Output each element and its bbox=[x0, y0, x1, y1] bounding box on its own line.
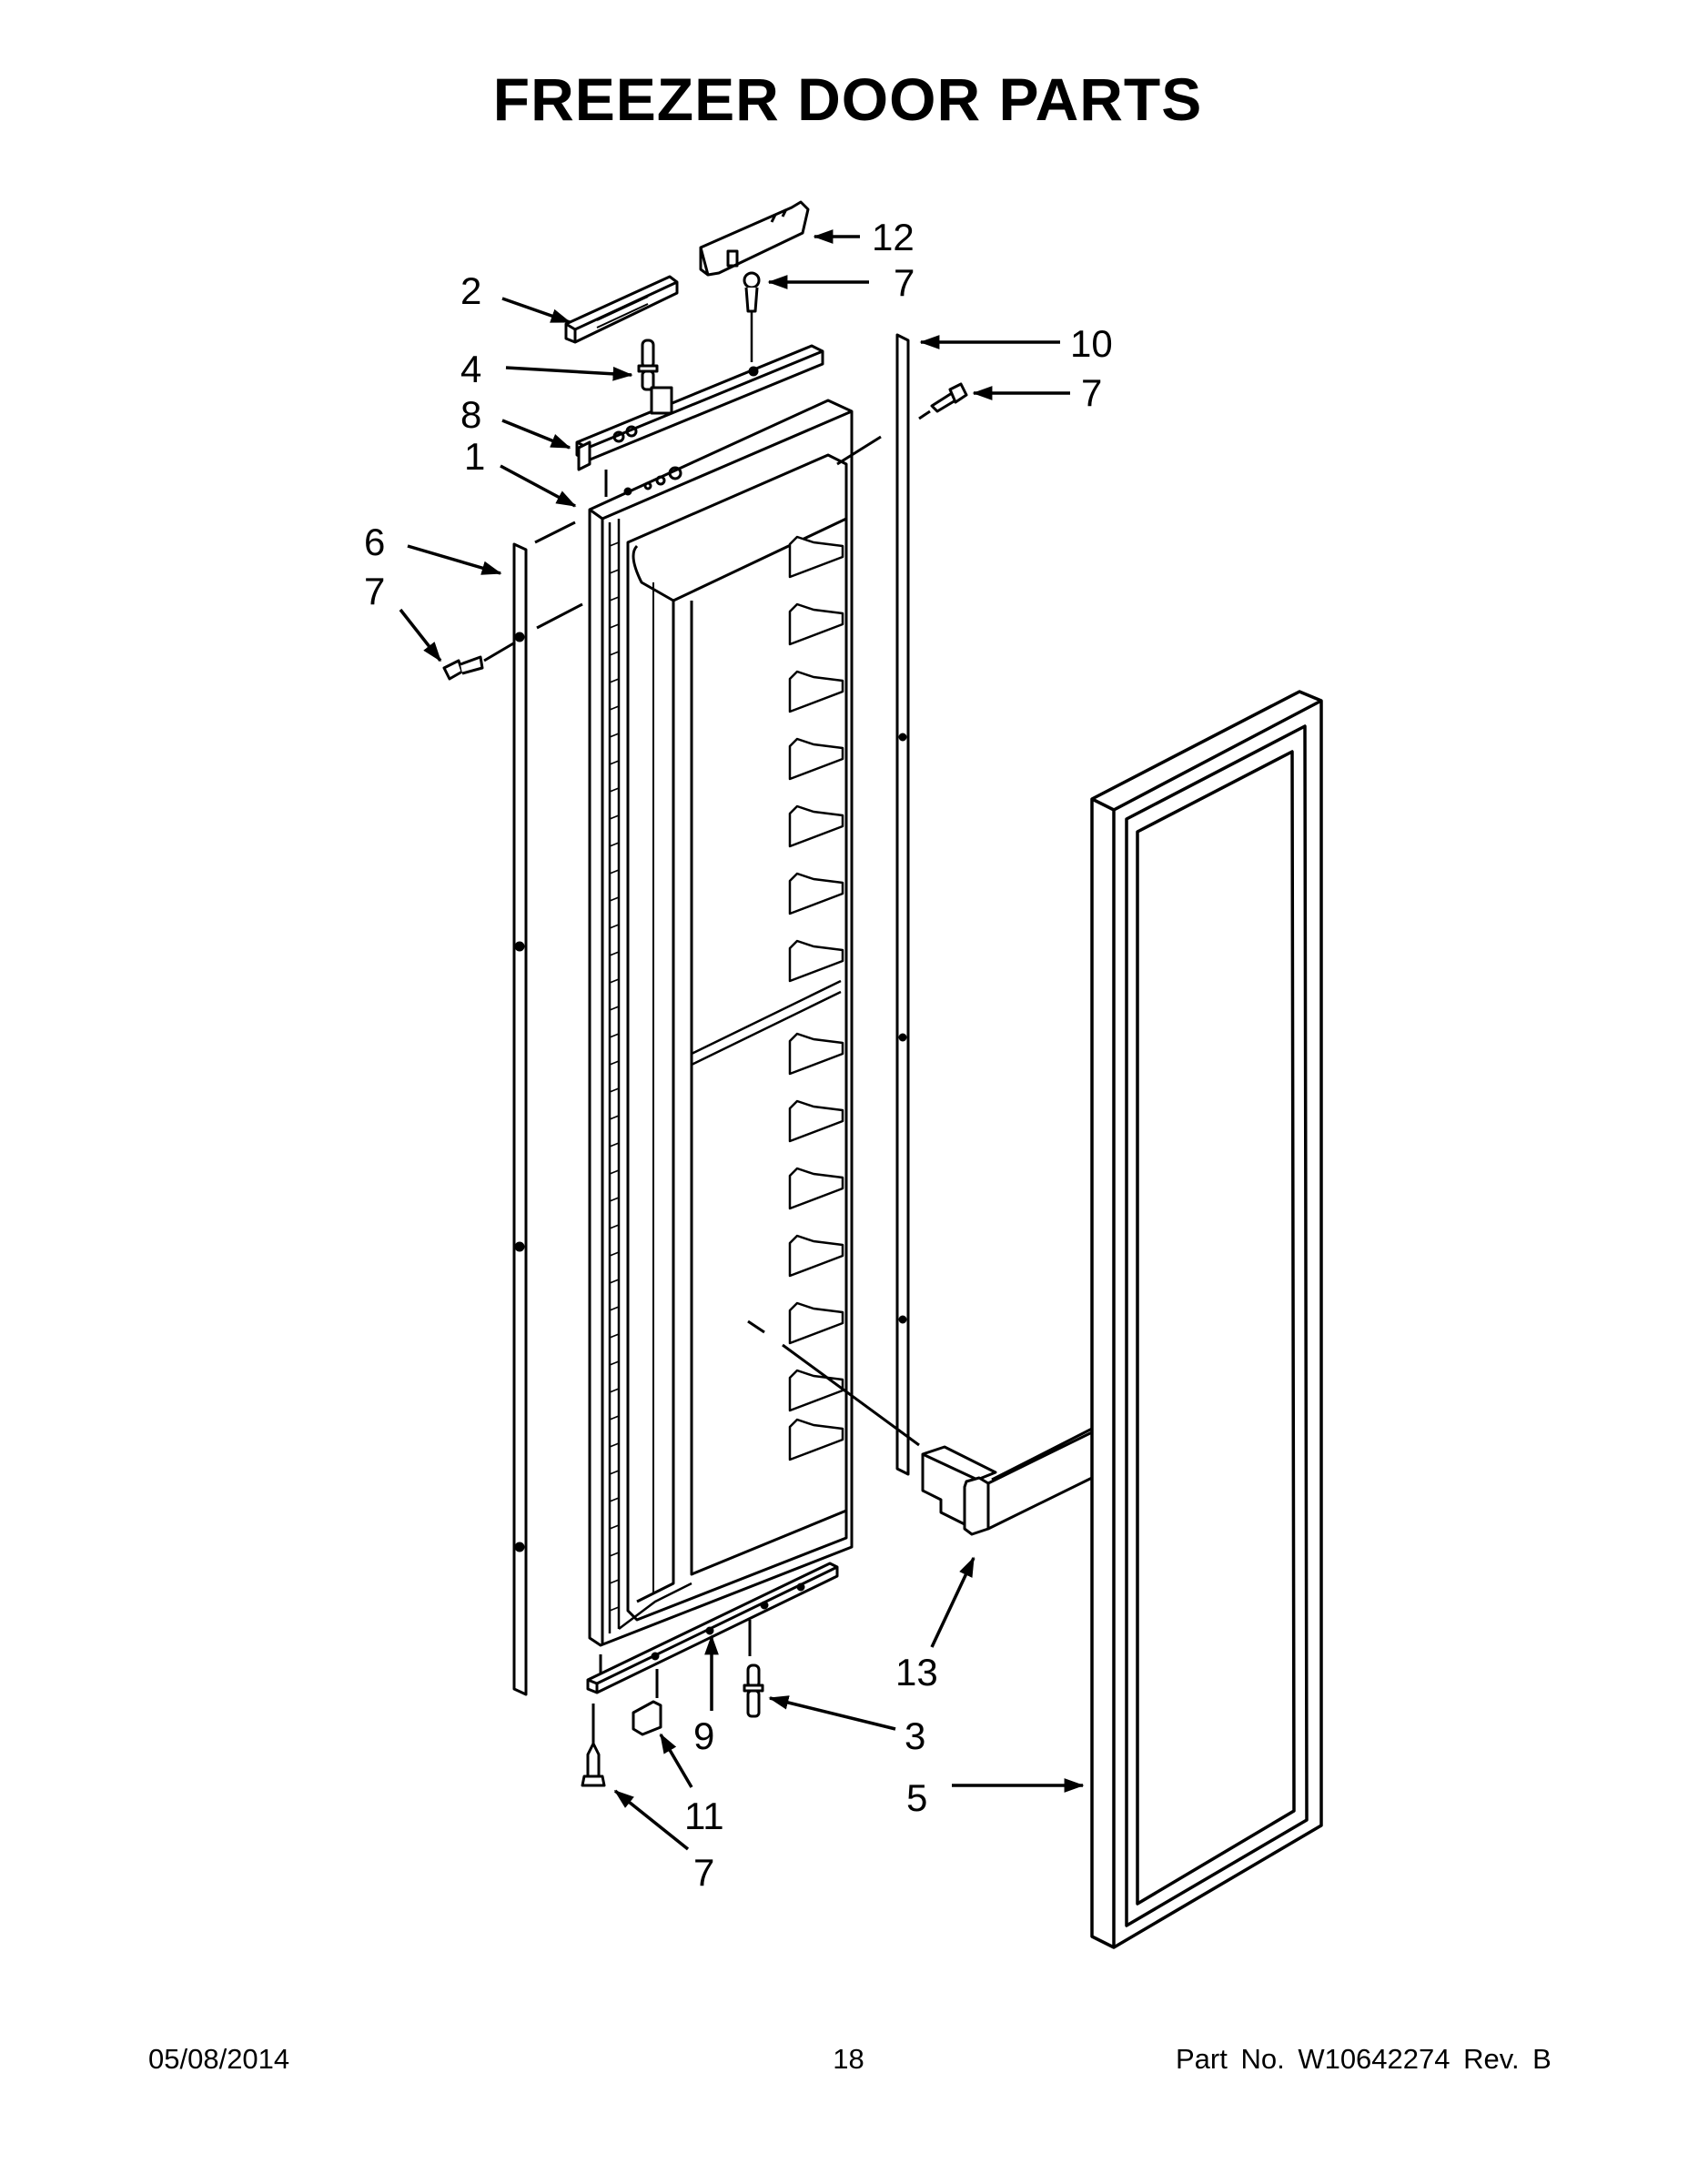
door-shelf-brackets bbox=[788, 535, 844, 1461]
callout-1: 1 bbox=[464, 435, 485, 478]
part-1-door-liner bbox=[588, 399, 854, 1647]
arrow-4 bbox=[505, 366, 633, 381]
callout-4: 4 bbox=[460, 348, 481, 390]
part-10-right-trim-strip bbox=[836, 333, 910, 1476]
part-2-top-trim bbox=[564, 275, 679, 344]
arrow-8 bbox=[501, 419, 571, 450]
part-8-bracket bbox=[577, 440, 591, 471]
arrow-2 bbox=[501, 297, 571, 324]
part-12-control-housing bbox=[699, 200, 810, 277]
part-6-left-trim-strip bbox=[512, 521, 583, 1696]
arrow-7-bottom bbox=[613, 1789, 690, 1851]
part-3-hinge-pin bbox=[743, 1663, 764, 1718]
footer-part-number: Part No. W10642274 Rev. B bbox=[1176, 2043, 1552, 2075]
arrow-3 bbox=[768, 1695, 896, 1731]
arrow-13 bbox=[930, 1556, 975, 1648]
callout-6: 6 bbox=[364, 521, 385, 563]
page-title: FREEZER DOOR PARTS bbox=[492, 66, 1203, 133]
part-5-door-panel bbox=[1090, 690, 1323, 1949]
callout-7-bottom: 7 bbox=[693, 1851, 714, 1894]
callout-labels: 12 7 2 10 4 7 8 1 6 7 13 9 3 5 11 7 bbox=[364, 216, 1113, 1894]
callout-10: 10 bbox=[1070, 322, 1113, 365]
arrow-6 bbox=[407, 544, 502, 575]
part-7-left-screw bbox=[442, 641, 516, 681]
footer-date: 05/08/2014 bbox=[148, 2043, 290, 2075]
leader-arrows bbox=[399, 229, 1085, 1851]
part-4-hinge-pin bbox=[637, 339, 659, 391]
arrow-11 bbox=[659, 1733, 693, 1788]
callout-7-top: 7 bbox=[894, 261, 915, 304]
callout-8: 8 bbox=[460, 393, 481, 436]
callout-9: 9 bbox=[693, 1714, 714, 1757]
part-7-bottom-screw bbox=[581, 1704, 606, 1787]
callout-7-left: 7 bbox=[364, 570, 385, 612]
part-7-right-screw bbox=[918, 382, 968, 420]
footer-page-number: 18 bbox=[833, 2043, 864, 2075]
part-7-top-screw bbox=[743, 271, 761, 362]
callout-2: 2 bbox=[460, 269, 481, 312]
callout-13: 13 bbox=[895, 1651, 938, 1694]
arrow-7-left bbox=[399, 608, 442, 662]
arrow-1 bbox=[500, 464, 577, 508]
callout-5: 5 bbox=[906, 1776, 927, 1819]
part-11-bracket bbox=[632, 1669, 662, 1736]
callout-3: 3 bbox=[905, 1714, 925, 1757]
part-9-bottom-trim bbox=[586, 1562, 839, 1694]
callout-11: 11 bbox=[684, 1795, 724, 1837]
callout-12: 12 bbox=[872, 216, 915, 258]
callout-7-right: 7 bbox=[1081, 371, 1102, 414]
